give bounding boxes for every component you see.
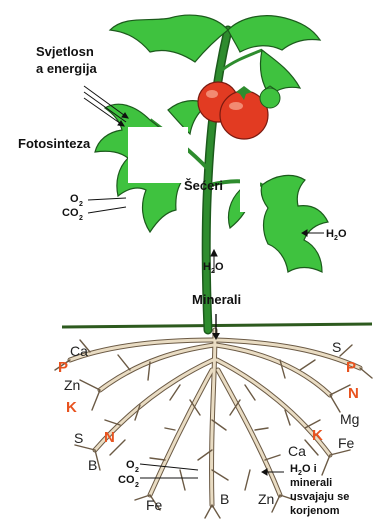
svg-text:2: 2 — [135, 467, 139, 474]
minerals-label: Minerali — [192, 292, 241, 307]
svg-text:O: O — [215, 261, 224, 273]
element-ca-right: Ca — [288, 443, 306, 459]
element-k-left: K — [66, 399, 77, 416]
element-zn-center: Zn — [258, 491, 274, 507]
element-b-left: B — [88, 457, 97, 473]
light-energy-label-line2: a energija — [36, 61, 97, 76]
element-s-right: S — [332, 339, 341, 355]
sugars-label: Šećeri — [184, 178, 223, 193]
svg-text:H: H — [203, 261, 211, 273]
svg-text:usvajaju se: usvajaju se — [290, 491, 349, 503]
svg-text:O: O — [126, 459, 135, 471]
element-p-left: P — [58, 359, 68, 376]
root-uptake-note: H 2 O i minerali usvajaju se korjenom — [290, 463, 349, 517]
leaf-co2-label: CO 2 — [62, 207, 83, 222]
sugars-label-mask — [240, 178, 260, 212]
element-ca-left: Ca — [70, 343, 88, 359]
element-k-right: K — [312, 427, 323, 444]
root-gas-lines — [140, 464, 198, 478]
element-p-right: P — [346, 359, 356, 376]
ground-line — [62, 324, 372, 327]
element-s-left: S — [74, 430, 83, 446]
element-n-left: N — [104, 429, 115, 446]
svg-text:CO: CO — [118, 474, 135, 486]
leaf-h2o-label: H 2 O — [326, 228, 347, 242]
svg-text:H: H — [290, 463, 298, 475]
svg-text:minerali: minerali — [290, 477, 332, 489]
root-co2-label: CO 2 — [118, 474, 139, 489]
root-o2-label: O 2 — [126, 459, 139, 474]
svg-text:2: 2 — [135, 482, 139, 489]
gas-exchange-lines — [88, 198, 126, 213]
element-b-center: B — [220, 491, 229, 507]
svg-text:O: O — [70, 193, 79, 205]
element-fe-left: Fe — [146, 497, 163, 513]
element-fe-right: Fe — [338, 435, 355, 451]
svg-text:H: H — [326, 228, 334, 240]
svg-text:O i: O i — [302, 463, 317, 475]
svg-text:2: 2 — [79, 215, 83, 222]
element-n-right: N — [348, 385, 359, 402]
svg-text:2: 2 — [79, 201, 83, 208]
light-energy-label-line1: Svjetlosn — [36, 44, 94, 59]
element-zn-left: Zn — [64, 377, 80, 393]
element-mg-right: Mg — [340, 411, 359, 427]
leaf-o2-label: O 2 — [70, 193, 83, 208]
photosynthesis-label: Fotosinteza — [18, 136, 91, 151]
svg-text:O: O — [338, 228, 347, 240]
leaf-water-pointer — [302, 230, 324, 236]
mineral-elements-center: B Zn — [220, 491, 274, 507]
root-system — [55, 330, 372, 518]
svg-text:CO: CO — [62, 207, 79, 219]
svg-text:korjenom: korjenom — [290, 505, 340, 517]
photosynthesis-label-mask — [128, 127, 188, 183]
